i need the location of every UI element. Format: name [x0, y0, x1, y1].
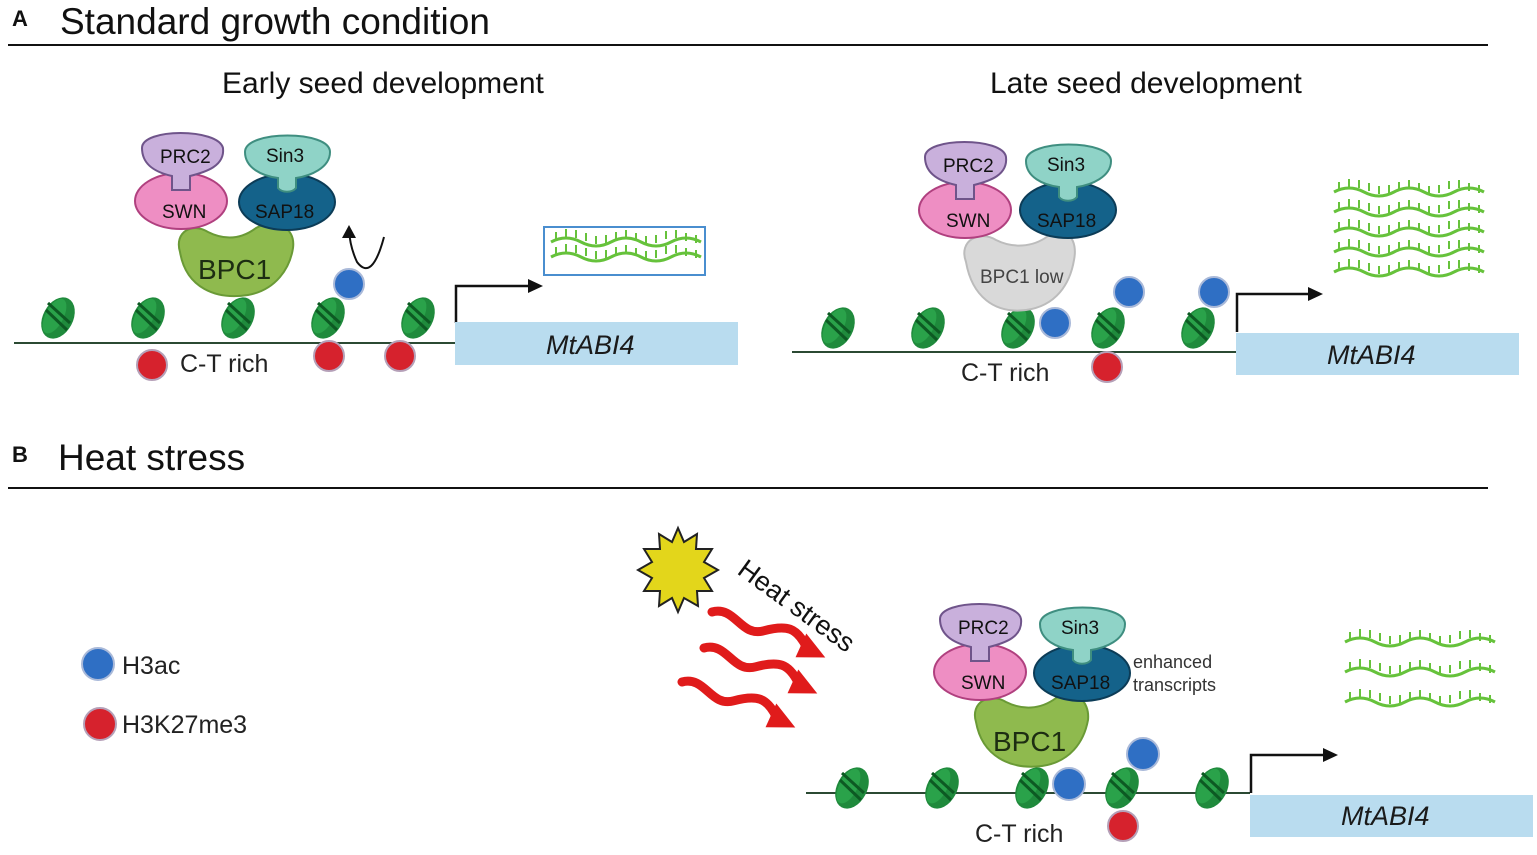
transcript — [549, 242, 703, 263]
heat-stress-diagram: Heat stress C-T rich BPC1 PRC2 SWN Sin3 … — [635, 525, 1533, 848]
prc2-label: PRC2 — [943, 156, 994, 177]
nucleosome — [916, 760, 968, 816]
h3k27me3-mark — [1107, 810, 1139, 842]
transcript — [1332, 217, 1486, 238]
sin3-subunit — [1038, 606, 1127, 665]
nucleosome — [812, 300, 864, 356]
sin3-label: Sin3 — [1061, 618, 1099, 639]
sin3-subunit — [1024, 143, 1113, 202]
removal-arrowhead — [342, 225, 356, 238]
bpc1-protein — [973, 693, 1090, 768]
nucleosome — [826, 760, 878, 816]
legend-h3ac-swatch — [81, 647, 115, 681]
sin3-label: Sin3 — [1047, 155, 1085, 176]
sap18-label: SAP18 — [255, 202, 314, 223]
tss-arrowhead — [528, 279, 543, 293]
h3ac-mark — [1052, 767, 1086, 801]
swn-label: SWN — [961, 673, 1005, 694]
panel-b-letter: B — [12, 442, 28, 467]
legend-h3ac-label: H3ac — [122, 652, 180, 680]
swn-label: SWN — [162, 202, 206, 223]
transcript — [1332, 257, 1486, 278]
h3k27me3-mark — [313, 340, 345, 372]
sin3-label: Sin3 — [266, 146, 304, 167]
transcript — [1343, 687, 1497, 708]
tss-arrowhead — [1323, 748, 1338, 762]
transcript — [1332, 177, 1486, 198]
h3k27me3-mark — [1091, 351, 1123, 383]
nucleosome — [392, 290, 444, 346]
panel-a-letter: A — [12, 6, 28, 31]
prc2-label: PRC2 — [958, 618, 1009, 639]
h3ac-mark — [1198, 276, 1230, 308]
sap18-label: SAP18 — [1037, 211, 1096, 232]
h3k27me3-mark — [384, 340, 416, 372]
gene-label: MtABI4 — [1327, 340, 1416, 370]
prc2-subunit — [140, 132, 225, 191]
nucleosome — [122, 290, 174, 346]
early-seed-diagram: Early seed development C-T rich BPC1 PRC… — [14, 67, 738, 381]
transcript — [1332, 237, 1486, 258]
transcript — [1343, 627, 1497, 648]
h3ac-mark — [333, 268, 365, 300]
bpc1-low-protein — [963, 231, 1076, 312]
heat-wave-arrow — [677, 671, 801, 737]
enhanced-transcripts-line1: enhanced — [1133, 652, 1212, 672]
h3ac-mark — [1113, 276, 1145, 308]
sin3-subunit — [243, 134, 332, 193]
sun-icon — [635, 525, 721, 615]
prc2-subunit — [923, 141, 1008, 200]
ct-rich-label: C-T rich — [961, 359, 1049, 387]
heat-stress-label: Heat stress — [732, 554, 860, 659]
nucleosome — [1186, 760, 1238, 816]
enhanced-transcripts-line2: transcripts — [1133, 675, 1216, 695]
tss-arrowhead — [1308, 287, 1323, 301]
tss-arrow — [454, 284, 530, 323]
bpc1-label: BPC1 — [198, 254, 271, 285]
late-seed-diagram: Late seed development C-T rich BPC1 low … — [792, 67, 1519, 387]
prc2-label: PRC2 — [160, 147, 211, 168]
transcript — [1343, 657, 1497, 678]
legend: H3ac H3K27me3 — [81, 647, 247, 741]
nucleosome — [1006, 760, 1058, 816]
panel-a-title: Standard growth condition — [60, 1, 490, 42]
nucleosome — [1082, 300, 1134, 356]
gene-label: MtABI4 — [1341, 801, 1430, 831]
early-subtitle: Early seed development — [222, 67, 545, 100]
transcript — [549, 227, 703, 248]
legend-h3k27me3-swatch — [83, 707, 117, 741]
transcript — [1332, 197, 1486, 218]
tss-arrow — [1235, 292, 1310, 332]
bpc1-low-label: BPC1 low — [980, 267, 1064, 288]
swn-label: SWN — [946, 211, 990, 232]
nucleosome — [902, 300, 954, 356]
nucleosome — [1172, 300, 1224, 356]
h3ac-mark — [1126, 737, 1160, 771]
ct-rich-label: C-T rich — [975, 820, 1063, 848]
removal-arrow — [348, 229, 385, 269]
sap18-label: SAP18 — [1051, 673, 1110, 694]
gene-box — [455, 322, 738, 365]
nucleosome — [302, 290, 354, 346]
bpc1-label: BPC1 — [993, 726, 1066, 757]
gene-box — [1250, 795, 1533, 837]
transcript-highlight-box — [543, 226, 706, 276]
tss-arrow — [1249, 753, 1325, 793]
gene-label: MtABI4 — [546, 330, 635, 360]
nucleosome — [212, 290, 264, 346]
panel-b-title: Heat stress — [58, 437, 245, 478]
bpc1-protein — [177, 222, 295, 297]
gene-box — [1236, 333, 1519, 375]
legend-h3k27me3-label: H3K27me3 — [122, 711, 247, 739]
nucleosome — [32, 290, 84, 346]
h3ac-mark — [1039, 307, 1071, 339]
h3k27me3-mark — [136, 349, 168, 381]
late-subtitle: Late seed development — [990, 67, 1303, 100]
prc2-subunit — [938, 603, 1023, 662]
ct-rich-label: C-T rich — [180, 350, 268, 378]
